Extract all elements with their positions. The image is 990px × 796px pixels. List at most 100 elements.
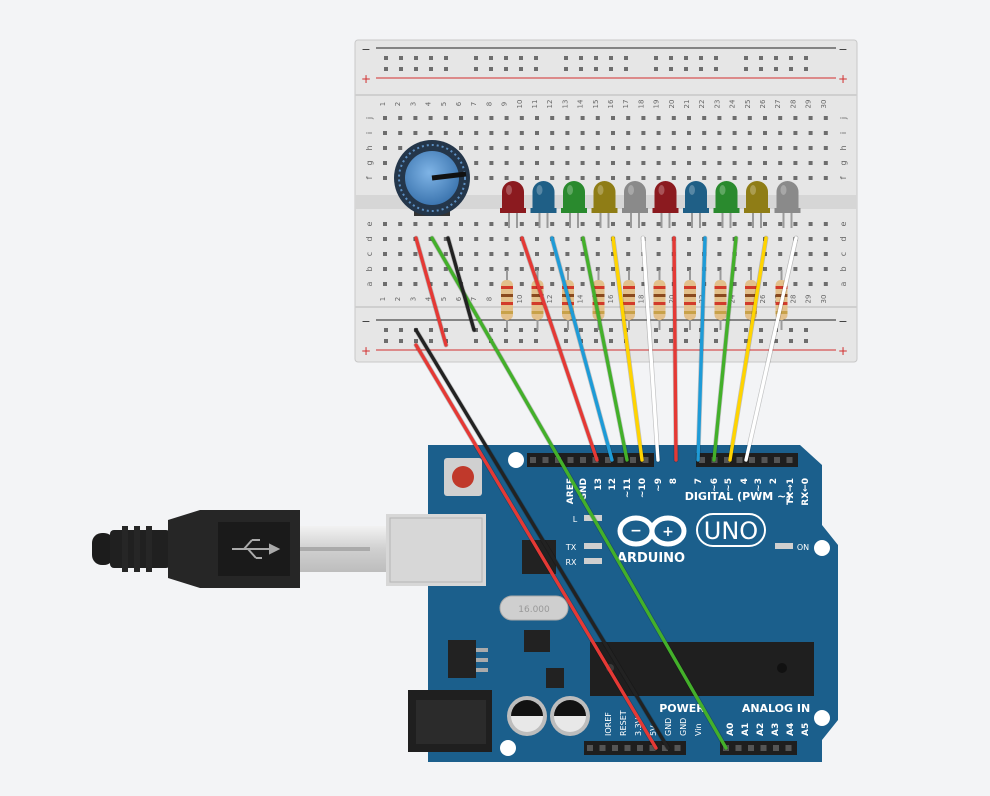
- wire[interactable]: [641, 236, 660, 462]
- analog-pin-label: A0: [726, 723, 736, 736]
- capacitors: [507, 696, 590, 736]
- wire[interactable]: [611, 236, 644, 462]
- arduino-infinity-logo: [617, 515, 687, 547]
- column-label: 18: [637, 100, 645, 109]
- column-label: 6: [455, 101, 463, 106]
- wire[interactable]: [744, 236, 798, 462]
- column-label: 7: [470, 102, 478, 106]
- column-label: 5: [440, 102, 448, 106]
- resistor[interactable]: [653, 270, 666, 330]
- rail-minus-label: −: [838, 43, 847, 56]
- usb-port: [386, 514, 486, 586]
- column-label: 20: [668, 100, 676, 109]
- wire[interactable]: [414, 343, 658, 750]
- row-label: d: [839, 236, 848, 241]
- column-label: 13: [561, 100, 569, 109]
- led[interactable]: [500, 181, 526, 228]
- digital-pin-label: AREF: [566, 478, 576, 504]
- row-label: i: [365, 132, 374, 134]
- row-label: j: [839, 117, 848, 120]
- led[interactable]: [744, 181, 770, 228]
- row-label: g: [839, 160, 848, 165]
- wire[interactable]: [414, 236, 448, 347]
- column-label: 3: [409, 297, 417, 301]
- digital-pin-label: ~10: [638, 478, 648, 498]
- rail-plus-label: +: [838, 344, 848, 358]
- wire[interactable]: [672, 236, 678, 462]
- arduino-model: UNO: [704, 517, 758, 545]
- wire[interactable]: [696, 236, 707, 462]
- row-label: a: [839, 281, 848, 286]
- led[interactable]: [591, 181, 618, 228]
- column-label: 16: [607, 294, 615, 303]
- column-label: 30: [820, 100, 828, 109]
- column-label: 26: [759, 99, 767, 108]
- led[interactable]: [713, 181, 740, 228]
- led[interactable]: [622, 181, 648, 228]
- column-label: 25: [744, 100, 752, 109]
- breadboard-holes: [376, 47, 836, 351]
- usb-cable[interactable]: [92, 510, 388, 588]
- led[interactable]: [530, 181, 557, 228]
- potentiometer[interactable]: [394, 140, 470, 216]
- digital-pin-label: RX←0: [801, 478, 811, 506]
- rail-minus-label: −: [361, 315, 370, 328]
- led[interactable]: [774, 181, 801, 228]
- column-label: 19: [653, 100, 661, 109]
- wire[interactable]: [728, 236, 768, 462]
- column-label: 8: [485, 297, 493, 301]
- column-label: 26: [759, 294, 767, 303]
- column-label: 24: [729, 99, 737, 108]
- digital-label: DIGITAL (PWM ~): [685, 490, 792, 503]
- led[interactable]: [652, 181, 679, 228]
- analog-pin-label: A5: [801, 723, 811, 736]
- arduino-brand: ARDUINO: [617, 551, 685, 566]
- resistor[interactable]: [684, 270, 696, 330]
- column-label: 14: [577, 99, 585, 108]
- column-label: 29: [805, 100, 813, 109]
- wire[interactable]: [550, 236, 614, 462]
- analog-label: ANALOG IN: [742, 702, 810, 715]
- column-label: 7: [470, 297, 478, 301]
- arduino-uno-board[interactable]: 16.000 L TX RX ON − + ARDUINO: [386, 445, 838, 762]
- resistor[interactable]: [501, 270, 513, 330]
- led-group[interactable]: [500, 181, 801, 228]
- column-label: 15: [592, 100, 600, 109]
- column-label: 2: [394, 297, 402, 301]
- power-pin-label: IOREF: [604, 712, 613, 736]
- resistor[interactable]: [623, 270, 635, 330]
- row-label: b: [839, 266, 848, 271]
- row-label: j: [365, 117, 374, 120]
- wire[interactable]: [581, 236, 629, 462]
- wire[interactable]: [520, 236, 599, 462]
- wire[interactable]: [414, 328, 670, 750]
- column-label: 28: [789, 295, 797, 304]
- digital-pin-label: 4: [740, 478, 750, 484]
- rail-minus-label: −: [361, 43, 370, 56]
- column-label: 4: [425, 101, 433, 106]
- wire-group[interactable]: [413, 235, 799, 751]
- column-label: 30: [820, 295, 828, 304]
- led[interactable]: [561, 181, 587, 228]
- column-label: 23: [713, 100, 721, 109]
- column-label: 24: [729, 294, 737, 303]
- column-label: 4: [425, 296, 433, 301]
- on-led-label: ON: [797, 543, 809, 552]
- column-label: 12: [546, 295, 554, 304]
- analog-pin-label: A4: [786, 723, 796, 736]
- row-label: f: [365, 176, 374, 179]
- wire[interactable]: [430, 236, 728, 750]
- row-label: f: [839, 176, 848, 179]
- row-label: e: [839, 221, 848, 226]
- wire[interactable]: [712, 236, 738, 462]
- power-label: POWER: [659, 702, 705, 715]
- l-led-label: L: [573, 515, 578, 524]
- wire[interactable]: [446, 236, 476, 332]
- resistor[interactable]: [714, 270, 727, 330]
- led[interactable]: [683, 181, 709, 228]
- column-label: 28: [789, 100, 797, 109]
- digital-pin-label: 8: [669, 478, 679, 484]
